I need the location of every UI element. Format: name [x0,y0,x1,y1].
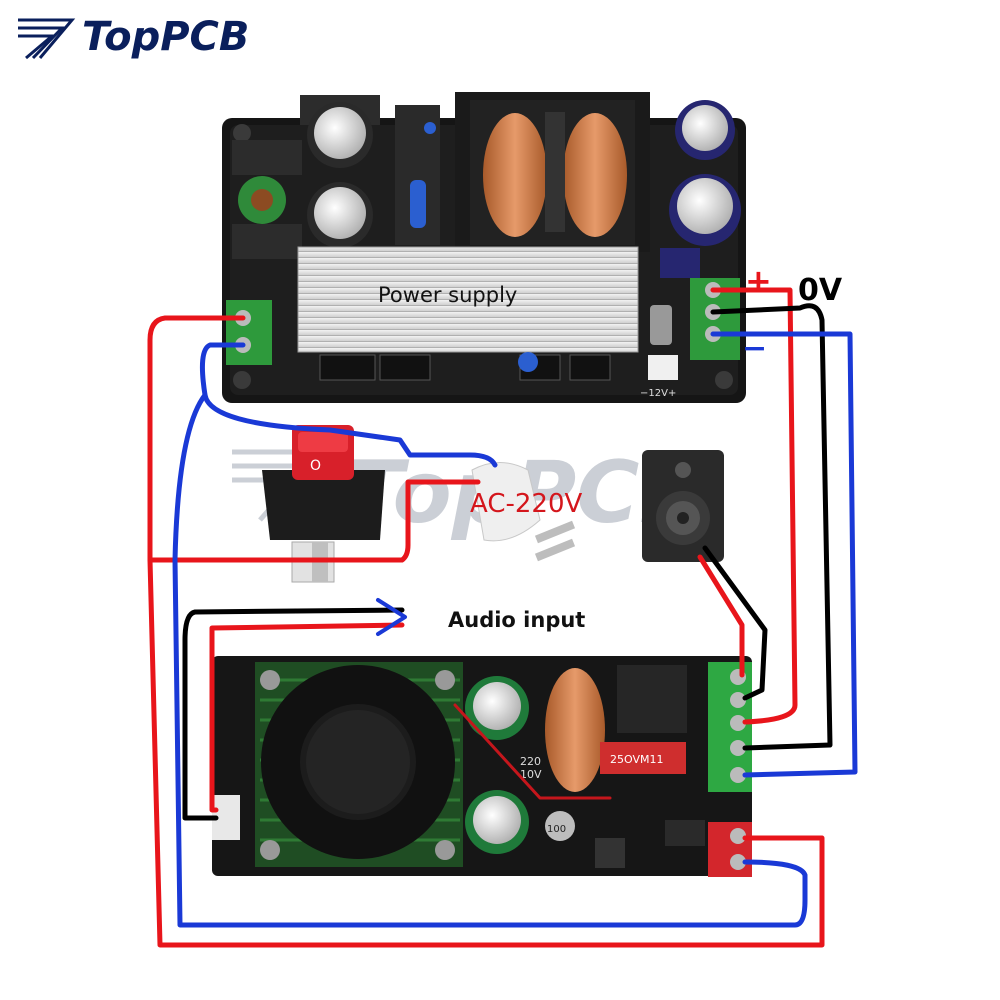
speaker [642,450,724,562]
output-inductor [545,668,605,792]
rocker-switch: O [262,425,385,583]
ac-plug [471,462,576,562]
black-wire-dc-zero [710,303,833,751]
brand-name: TopPCB [82,14,249,60]
fan-screw [260,670,280,690]
header-connector [319,354,376,381]
mounting-hole [233,371,251,389]
power-supply-board: Power supply −12V+ [222,92,746,403]
red-wire-internal [453,703,612,800]
black-wire-audio-input [182,607,405,821]
plus-label: + [745,262,772,300]
fan-screw [260,840,280,860]
blue-wire-dc-minus [710,331,858,778]
cap-label-10v: 10V [520,768,542,781]
audio-input-arrow-icon [376,598,407,636]
heatsink [297,246,639,353]
12v-connector [648,355,678,380]
red-wire-dc-plus [710,287,798,725]
header-connector [379,354,431,381]
logo-mark-icon [18,18,76,60]
ac-input-terminal [226,300,272,365]
film-capacitor [600,742,686,774]
speaker-power-terminal [708,662,752,792]
wiring [147,287,858,948]
blue-wire-ac [199,342,498,468]
small-capacitor [545,811,575,841]
minus-label: − [742,331,767,366]
transformer-winding [483,113,547,237]
red-wire-speaker [697,554,745,678]
power-supply-label: Power supply [378,283,517,307]
small-capacitor [650,305,672,345]
12v-label: −12V+ [640,388,676,399]
transformer-winding [563,113,627,237]
relay [617,665,687,733]
choke-block [232,140,302,175]
header-connector [569,354,611,381]
black-wire-speaker [702,545,768,701]
film-capacitor-label: 25OVM11 [610,753,663,766]
red-wire-audio-input [209,622,405,813]
mounting-hole [715,371,733,389]
fan-screw [435,840,455,860]
amplifier-board: 220 10V 100 25OVM11 [212,656,752,877]
mounting-hole [233,124,251,142]
cap-label-100: 100 [547,824,566,835]
audio-input-label: Audio input [448,608,585,632]
svg-text:O: O [310,458,321,474]
cap-label-220: 220 [520,755,541,768]
red-wire-ac-loop [147,315,825,948]
blue-wire-loop [172,392,808,928]
zero-volt-label: 0V [798,273,843,308]
red-wire-switch-to-plug [147,479,481,563]
fan-screw [435,670,455,690]
aux-power-terminal [708,822,752,877]
ac-input-label: AC-220V [470,489,582,519]
toppcb-logo: TopPCB [18,14,249,60]
choke-block [232,224,302,259]
